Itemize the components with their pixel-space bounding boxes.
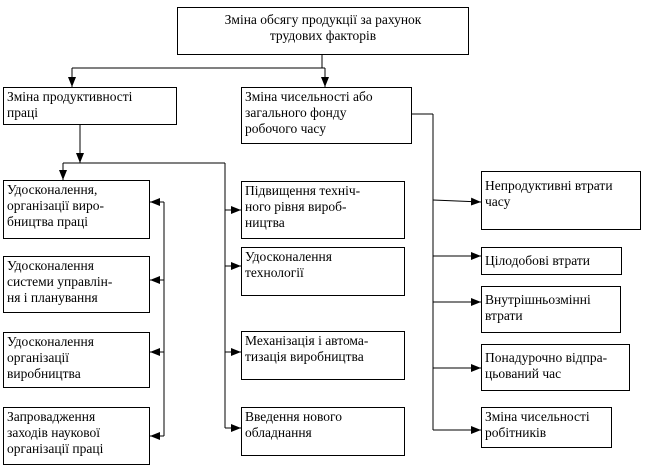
headcount-line-3: робочого часу	[245, 121, 326, 136]
tech-factor-box-2: Удосконалення технології	[241, 247, 405, 296]
loss-5-line-2: робітників	[485, 425, 547, 440]
org-factor-box-2: Удосконалення системи управлін- ня і пла…	[3, 256, 150, 313]
tech-factor-2-line-2: технології	[245, 265, 304, 280]
loss-box-5: Зміна чисельності робітників	[481, 407, 612, 448]
tech-factor-1-line-2: ного рівня вироб-	[245, 199, 347, 214]
headcount-line-2: загального фонду	[245, 105, 347, 120]
loss-box-1: Непродуктивні втрати часу	[481, 171, 641, 230]
loss-box-3: Внутрішньозмінні втрати	[481, 286, 621, 333]
loss-box-2: Цілодобові втрати	[481, 247, 622, 275]
loss-box-4: Понадурочно відпра- цьований час	[481, 344, 630, 391]
org-factor-4-line-3: організації праці	[7, 441, 104, 456]
productivity-box: Зміна продуктивності праці	[3, 87, 177, 125]
tech-factor-2-line-1: Удосконалення	[245, 249, 332, 264]
org-factor-2-line-2: системи управлін-	[7, 274, 113, 289]
headcount-box: Зміна чисельності або загального фонду р…	[241, 87, 412, 144]
org-factor-4-line-2: заходів наукової	[7, 425, 100, 440]
org-factor-2-line-1: Удосконалення	[7, 258, 94, 273]
headcount-line-1: Зміна чисельності або	[245, 89, 373, 104]
productivity-line-1: Зміна продуктивності	[7, 89, 133, 104]
tech-factor-box-4: Введення нового обладнання	[241, 407, 405, 456]
org-factor-3-line-2: організації	[7, 350, 70, 365]
tech-factor-3-line-1: Механізація і автома-	[245, 333, 369, 348]
loss-1-line-2: часу	[485, 194, 511, 209]
tech-factor-4-line-1: Введення нового	[245, 409, 342, 424]
org-factor-box-4: Запровадження заходів наукової організац…	[3, 407, 150, 465]
org-factor-3-line-1: Удосконалення	[7, 334, 94, 349]
org-factor-box-3: Удосконалення організації виробництва	[3, 332, 150, 388]
root-box: Зміна обсягу продукції за рахунок трудов…	[177, 7, 469, 55]
loss-1-line-1: Непродуктивні втрати	[485, 178, 613, 193]
org-factor-2-line-3: ня і планування	[7, 290, 98, 305]
root-line-1: Зміна обсягу продукції за рахунок	[224, 12, 422, 27]
tech-factor-4-line-2: обладнання	[245, 425, 312, 440]
tech-factor-box-1: Підвищення техніч- ного рівня вироб- ниц…	[241, 181, 405, 239]
loss-4-line-1: Понадурочно відпра-	[485, 350, 608, 365]
loss-2-line-1: Цілодобові втрати	[485, 253, 590, 268]
loss-5-line-1: Зміна чисельності	[485, 409, 590, 424]
org-factor-1-line-2: організації виро-	[7, 198, 105, 213]
tech-factor-1-line-1: Підвищення техніч-	[245, 183, 361, 198]
tech-factor-1-line-3: ництва	[245, 215, 285, 230]
loss-3-line-1: Внутрішньозмінні	[485, 292, 591, 307]
productivity-line-2: праці	[7, 105, 38, 120]
org-factor-box-1: Удосконалення, організації виро- бництва…	[3, 180, 150, 239]
arrow-to-loss-1	[432, 197, 482, 206]
org-factor-3-line-3: виробництва	[7, 366, 81, 381]
org-factor-1-line-3: бництва праці	[7, 214, 88, 229]
loss-4-line-2: цьований час	[485, 366, 562, 381]
root-line-2: трудових факторів	[269, 28, 377, 43]
loss-3-line-2: втрати	[485, 308, 523, 323]
tech-factor-3-line-2: тизація виробництва	[245, 349, 364, 364]
org-factor-4-line-1: Запровадження	[7, 409, 96, 424]
tech-factor-box-3: Механізація і автома- тизація виробництв…	[241, 331, 405, 380]
org-factor-1-line-1: Удосконалення,	[7, 182, 98, 197]
